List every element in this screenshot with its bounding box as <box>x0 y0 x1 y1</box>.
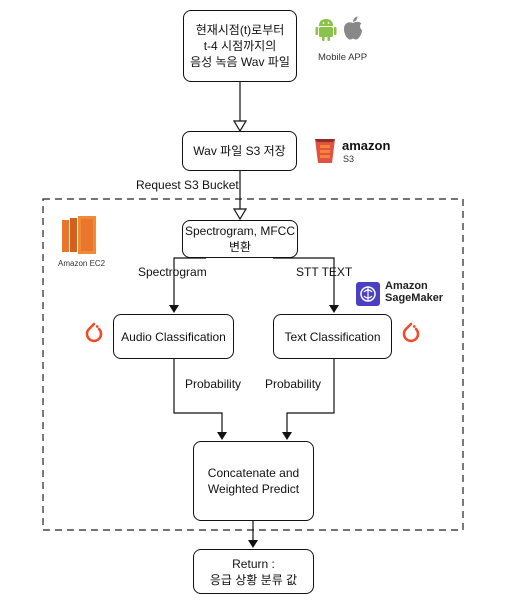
node-result: Return : 응급 상황 분류 값 <box>193 549 314 594</box>
arrowhead-store <box>232 120 248 133</box>
ec2-icon <box>62 216 96 254</box>
s3-sublabel: S3 <box>343 154 355 164</box>
apple-icon <box>344 16 362 40</box>
edge-spectro-audio <box>173 257 206 306</box>
pytorch-icon <box>402 322 420 343</box>
edge-text-concat <box>286 359 335 433</box>
android-icon <box>315 19 337 41</box>
arrowhead-text <box>329 305 339 313</box>
node-capture: 현재시점(t)로부터 t-4 시점까지의 음성 녹음 Wav 파일 <box>183 10 297 82</box>
node-spectro: Spectrogram, MFCC 변환 <box>182 220 298 258</box>
arrowhead-audio <box>169 305 179 313</box>
arrowhead-spectro <box>232 208 248 221</box>
node-concat: Concatenate and Weighted Predict <box>193 441 314 521</box>
edge-label-stt: STT TEXT <box>296 265 353 279</box>
s3-wordmark: amazon <box>342 138 391 153</box>
edge-label-prob-text: Probability <box>265 377 322 391</box>
arrowhead-concat-left <box>217 432 227 440</box>
sagemaker-wordmark-1: Amazon <box>385 280 428 292</box>
s3-bucket-icon <box>315 139 335 163</box>
node-store: Wav 파일 S3 저장 <box>182 131 297 171</box>
edge-spectro-text <box>273 257 335 306</box>
node-text: Text Classification <box>273 314 392 359</box>
arrowhead-result <box>248 540 258 548</box>
sagemaker-icon <box>356 282 380 306</box>
node-audio: Audio Classification <box>113 314 234 359</box>
sagemaker-wordmark-2: SageMaker <box>385 292 444 304</box>
edge-label-request: Request S3 Bucket <box>136 178 239 192</box>
edge-label-prob-audio: Probability <box>185 377 242 391</box>
arrowhead-concat-right <box>282 432 292 440</box>
pytorch-icon <box>85 322 103 343</box>
edge-audio-concat <box>173 359 223 433</box>
ec2-label: Amazon EC2 <box>58 259 106 268</box>
edge-label-spectrogram: Spectrogram <box>138 265 207 279</box>
mobile-app-label: Mobile APP <box>318 52 368 63</box>
